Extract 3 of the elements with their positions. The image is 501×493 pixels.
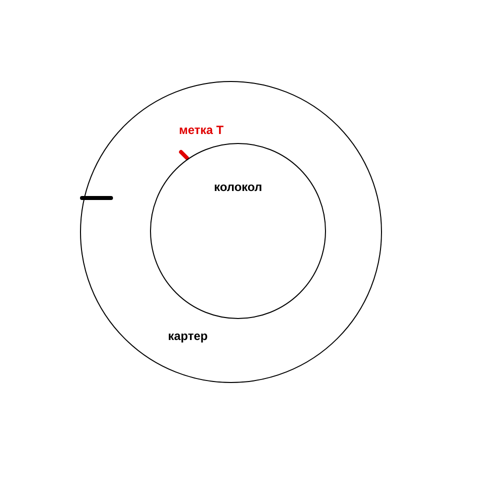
part-label: колокол [214, 180, 262, 194]
mark-label: метка T [179, 123, 224, 137]
part-label: картер [168, 329, 208, 343]
